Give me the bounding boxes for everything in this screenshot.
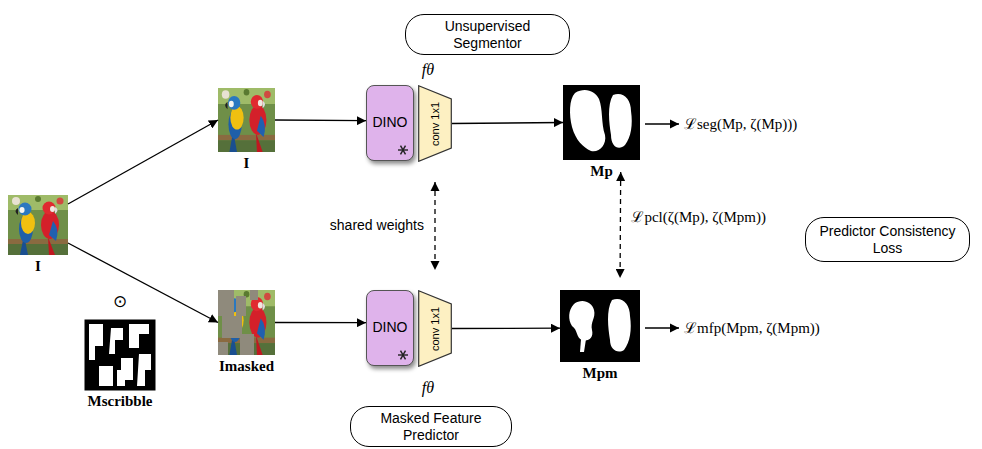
- frozen-icon: [397, 349, 409, 361]
- flow-arrow: [452, 328, 560, 330]
- illustration-part: [250, 290, 258, 300]
- image-caption: Imasked: [219, 358, 274, 375]
- illustration-part: [240, 334, 254, 355]
- illustration-part: [563, 85, 640, 160]
- illustration-part: [137, 354, 151, 386]
- node-text: Masked Feature Predictor: [361, 410, 501, 442]
- illustration-part: [222, 316, 242, 338]
- node-text: DINO: [373, 115, 408, 130]
- flow-arrow: [275, 119, 366, 121]
- frozen-icon: [401, 146, 406, 155]
- loss-arrow: [645, 123, 679, 124]
- mask-prediction: [563, 85, 640, 160]
- stage-label-box: Masked Feature Predictor: [350, 406, 512, 447]
- conv-shape: [419, 86, 452, 162]
- image-caption: Mscribble: [88, 393, 153, 410]
- backbone-block: DINO: [366, 290, 414, 366]
- illustration-part: [236, 296, 246, 316]
- conv-shape: [419, 291, 452, 367]
- illustration-part: [608, 299, 631, 352]
- image-caption: I: [35, 258, 41, 275]
- loss-arrow: [645, 327, 679, 328]
- illustration-part: [218, 290, 234, 316]
- conv-layer: conv 1x1: [418, 85, 452, 162]
- illustration-part: [218, 290, 258, 355]
- scribble-mask: Mscribble: [85, 320, 155, 390]
- illustration-part: [109, 328, 123, 354]
- operator-symbol: ⊙: [113, 293, 127, 312]
- illustration-part: [129, 324, 149, 348]
- mask-prediction: Mp: [563, 85, 640, 160]
- mask-prediction: [560, 290, 640, 362]
- loss-formula: ℒseg(Mp, ζ(Mp))): [684, 116, 797, 133]
- flow-arrow: [68, 243, 218, 323]
- flow-arrow: [68, 120, 218, 204]
- image-caption: Mp: [590, 163, 613, 180]
- masked-image: [218, 290, 275, 355]
- frozen-icon: [401, 351, 406, 360]
- image-caption: I: [244, 155, 250, 172]
- function-symbol: fθ: [422, 61, 434, 79]
- flow-arrow: [275, 322, 366, 323]
- flow-arrow: [452, 123, 563, 124]
- illustration-part: [85, 320, 155, 390]
- illustration-part: [117, 358, 133, 386]
- input-image: [8, 195, 68, 255]
- input-image: I: [8, 195, 68, 255]
- mask-prediction: Mpm: [560, 290, 640, 362]
- loss-formula: ℒmfp(Mpm, ζ(Mpm)): [684, 320, 820, 337]
- node-text: Unsupervised Segmentor: [416, 18, 559, 50]
- illustration-part: [609, 94, 632, 148]
- stage-label-box: Predictor Consistency Loss: [805, 217, 970, 262]
- function-symbol: fθ: [422, 379, 434, 397]
- stage-label-box: Unsupervised Segmentor: [405, 14, 570, 55]
- conv-layer: conv 1x1: [418, 290, 452, 367]
- input-image: I: [218, 88, 275, 152]
- input-image: [218, 88, 275, 152]
- illustration-part: [218, 342, 228, 355]
- dashed-connector: [434, 182, 435, 270]
- illustration-part: [569, 301, 594, 340]
- illustration-part: [570, 90, 605, 151]
- connector-label: ℒpcl(ζ(Mp), ζ(Mpm)): [629, 209, 768, 226]
- dashed-connector: [619, 172, 621, 278]
- node-text: conv 1x1: [430, 306, 441, 350]
- illustration-part: [89, 324, 103, 360]
- frozen-icon: [401, 146, 406, 155]
- masked-image: Imasked: [218, 290, 275, 355]
- node-text: Predictor Consistency Loss: [816, 223, 959, 255]
- node-text: conv 1x1: [430, 101, 441, 145]
- illustration-part: [218, 290, 275, 355]
- backbone-block: DINO: [366, 85, 414, 161]
- node-text: DINO: [373, 320, 408, 335]
- illustration-part: [580, 339, 586, 352]
- connector-label: shared weights: [328, 218, 426, 233]
- illustration-part: [8, 195, 68, 255]
- image-caption: Mpm: [583, 365, 618, 382]
- illustration-part: [218, 88, 275, 152]
- frozen-icon: [397, 144, 409, 156]
- frozen-icon: [401, 351, 406, 360]
- scribble-mask: [85, 320, 155, 390]
- illustration-part: [99, 366, 113, 386]
- illustration-part: [560, 290, 640, 362]
